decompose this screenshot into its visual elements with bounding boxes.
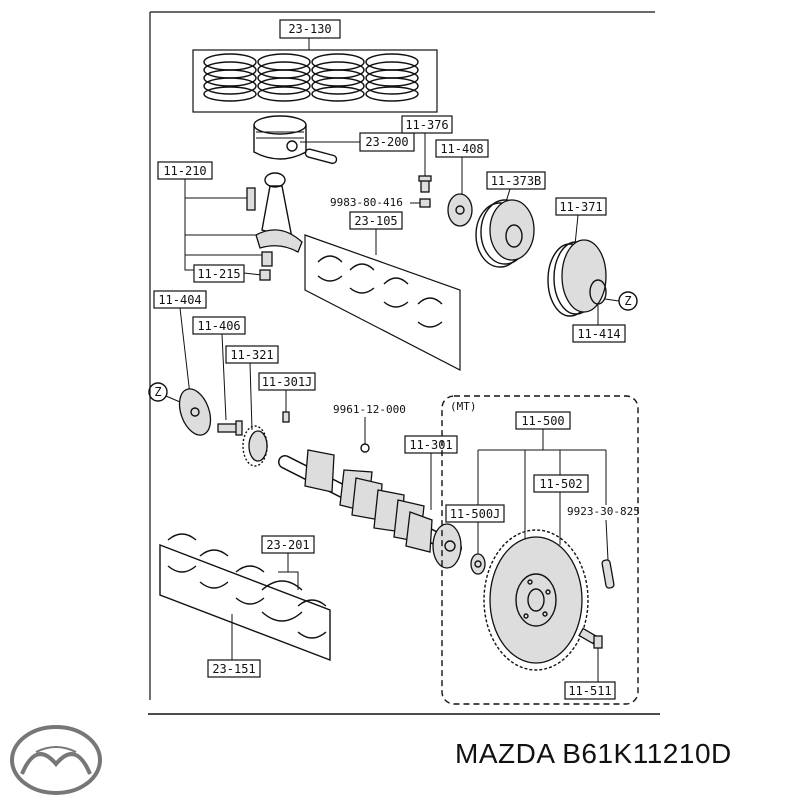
label-box-piston [359, 132, 415, 152]
label-pilot-bearing: 11-500J [450, 507, 501, 521]
label-box-timing-gear [225, 345, 279, 364]
label-pulley-hub: 11-408 [440, 142, 483, 156]
label-box-piston-rings [279, 19, 341, 39]
pilot-bearing-icon [470, 553, 486, 575]
mazda-logo [10, 725, 102, 795]
label-pulley-plate: 11-404 [158, 293, 201, 307]
label-piston-rings: 23-130 [288, 22, 331, 36]
label-flywheel-bolt: 11-511 [568, 684, 611, 698]
small-bolt-icon [419, 198, 431, 208]
svg-text:Z: Z [154, 385, 161, 399]
label-box-main-bearings [207, 659, 261, 678]
timing-gear-icon [242, 425, 268, 467]
label-conrod: 11-210 [163, 164, 206, 178]
label-box-pulley-373b [486, 171, 546, 190]
hub-plate-icon [447, 193, 473, 227]
key-icon [282, 411, 290, 423]
svg-text:Z: Z [624, 294, 631, 308]
z-mark-lower [148, 382, 168, 402]
label-crank-key: 11-301J [262, 375, 313, 389]
bolt-icon [418, 175, 432, 193]
piston-icon [253, 115, 338, 165]
main-bearing-shells-icon [159, 533, 331, 662]
label-piston-pin-clip: 11-376 [405, 118, 448, 132]
label-mt: (MT) [450, 400, 477, 413]
pulley-icon [475, 199, 535, 268]
label-box-pilot-bearing [445, 504, 505, 523]
crank-bolt-icon [217, 420, 243, 436]
label-bolt-9983: 9983-80-416 [330, 196, 403, 209]
mt-dashed-group [441, 395, 639, 705]
flywheel-icon [483, 529, 589, 671]
label-box-crank-bolt [192, 316, 246, 335]
plug-icon [360, 443, 370, 453]
bearing-shells-icon [317, 255, 443, 328]
label-box-pulley-371 [555, 197, 607, 216]
label-crankshaft: 11-301 [409, 438, 452, 452]
piston-rings-icon [203, 53, 419, 102]
label-timing-gear: 11-321 [230, 348, 273, 362]
dowel-pin-icon [601, 559, 615, 589]
crankshaft-icon [278, 449, 462, 569]
label-pulley-371: 11-371 [559, 200, 602, 214]
label-main-bearings: 23-151 [212, 662, 255, 676]
label-box-crank-key [258, 372, 316, 391]
label-ring-gear: 11-502 [539, 477, 582, 491]
label-crank-bolt: 11-406 [197, 319, 240, 333]
label-flywheel: 11-500 [521, 414, 564, 428]
flywheel-bolt-icon [578, 627, 603, 649]
label-conrod-nut: 11-215 [197, 267, 240, 281]
label-piston: 23-200 [365, 135, 408, 149]
label-dowel: 9923-30-825 [567, 505, 640, 518]
conrod-icon [246, 172, 303, 267]
plate-icon [178, 388, 212, 436]
label-box-flywheel-bolt [564, 681, 616, 700]
label-box-piston-pin-clip [401, 115, 453, 134]
bearings-frame [304, 234, 461, 371]
label-pulley-bolt: 11-414 [577, 327, 620, 341]
label-thrust-bearing: 23-201 [266, 538, 309, 552]
label-pulley-373b: 11-373B [491, 174, 542, 188]
label-plug: 9961-12-000 [333, 403, 406, 416]
pulley-large-icon [547, 239, 607, 317]
label-box-pulley-bolt [572, 324, 626, 343]
part-number-caption: MAZDA B61K11210D [455, 738, 732, 769]
label-box-ring-gear [533, 474, 589, 493]
label-conrod-bearings: 23-105 [354, 214, 397, 228]
nut-icon [259, 269, 271, 281]
